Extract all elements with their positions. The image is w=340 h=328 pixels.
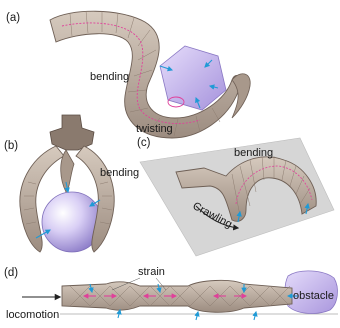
panel-d-label: (d) [4,267,18,279]
hexagon-object [160,46,226,110]
gripper-finger-middle [61,150,74,192]
annotation-locomotion: locomotion [6,309,59,321]
panel-b-label: (b) [4,140,18,152]
gripper-mount [50,115,94,150]
worm-body [62,280,292,312]
annotation-bending-a: bending [90,71,129,83]
panel-c: (c) bending Crawling [137,137,334,256]
annotation-obstacle: obstacle [293,290,334,302]
annotation-bending-b: bending [100,167,139,179]
annotation-twisting: twisting [136,123,173,135]
annotation-strain: strain [138,266,165,278]
panel-a-label: (a) [6,12,20,24]
panel-b: (b) bending [4,115,139,252]
annotation-bending-c: bending [234,147,273,159]
panel-a: (a) bending twisting [6,11,250,138]
panel-c-label: (c) [137,137,151,149]
panel-d: (d) [4,266,338,321]
